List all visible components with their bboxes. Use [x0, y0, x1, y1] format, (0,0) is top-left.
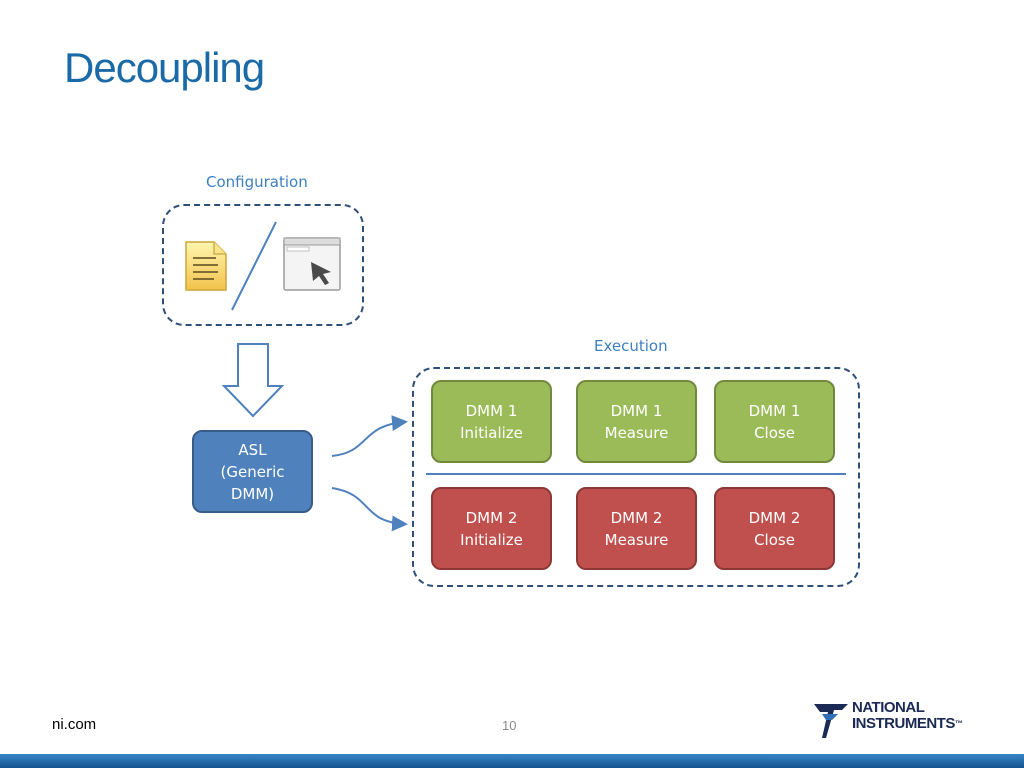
national-instruments-logo: NATIONAL INSTRUMENTS™ — [812, 698, 982, 742]
logo-line2: INSTRUMENTS™ — [852, 715, 963, 732]
dmm1-measure-line1: DMM 1 — [610, 401, 663, 420]
asl-line3: DMM) — [230, 484, 275, 503]
footer-bar — [0, 754, 1024, 768]
down-arrow-icon — [221, 343, 285, 418]
ni-eagle-icon — [814, 704, 848, 738]
execution-group — [412, 367, 860, 587]
dmm2-measure-line1: DMM 2 — [610, 508, 663, 527]
dmm1-initialize-box: DMM 1 Initialize — [431, 380, 552, 463]
dmm1-initialize-line1: DMM 1 — [465, 401, 518, 420]
footer-url: ni.com — [52, 716, 97, 733]
dmm2-measure-line2: Measure — [604, 530, 669, 549]
logo-line2-text: INSTRUMENTS — [852, 715, 955, 732]
execution-label: Execution — [594, 337, 668, 355]
dmm1-initialize-line2: Initialize — [460, 423, 523, 442]
logo-line1: NATIONAL — [852, 699, 925, 716]
dmm1-measure-line2: Measure — [604, 423, 669, 442]
configuration-group — [162, 204, 364, 326]
slash-divider — [231, 221, 277, 311]
dmm1-measure-box: DMM 1 Measure — [576, 380, 697, 463]
window-cursor-icon — [283, 237, 341, 291]
arrow-to-dmm2 — [331, 487, 408, 532]
dmm2-close-line1: DMM 2 — [748, 508, 801, 527]
slide-title: Decoupling — [64, 44, 265, 91]
dmm2-initialize-box: DMM 2 Initialize — [431, 487, 552, 570]
dmm2-initialize-line1: DMM 2 — [465, 508, 518, 527]
page-number: 10 — [502, 718, 517, 733]
dmm2-close-line2: Close — [754, 530, 795, 549]
document-icon — [185, 241, 227, 291]
dmm2-initialize-line2: Initialize — [460, 530, 523, 549]
dmm2-close-box: DMM 2 Close — [714, 487, 835, 570]
dmm1-close-line2: Close — [754, 423, 795, 442]
dmm2-measure-box: DMM 2 Measure — [576, 487, 697, 570]
dmm1-close-box: DMM 1 Close — [714, 380, 835, 463]
asl-line2: (Generic — [220, 462, 285, 481]
dmm1-close-line1: DMM 1 — [748, 401, 801, 420]
arrow-to-dmm1 — [331, 415, 408, 457]
configuration-label: Configuration — [206, 173, 308, 191]
logo-tm: ™ — [954, 719, 963, 728]
asl-generic-dmm-box: ASL (Generic DMM) — [192, 430, 313, 513]
asl-line1: ASL — [238, 440, 267, 459]
